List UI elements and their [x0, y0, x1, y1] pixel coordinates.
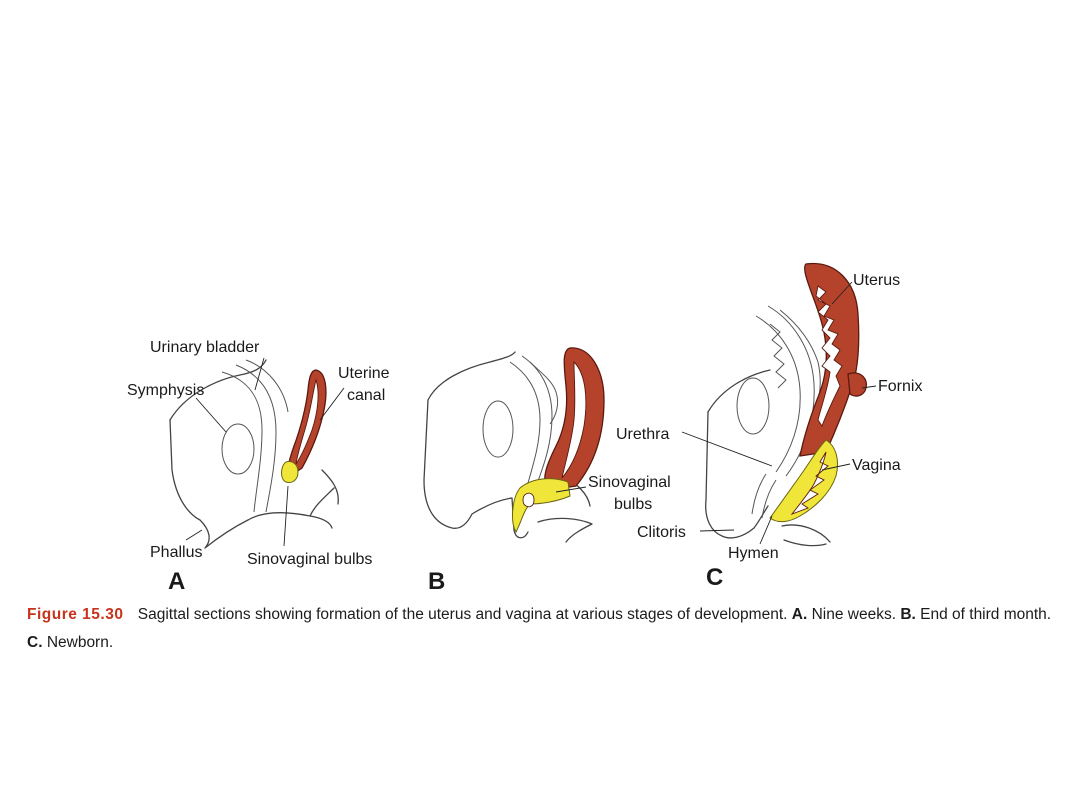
caption-b-text: End of third month. [920, 606, 1052, 623]
panel-c-fornix [847, 372, 867, 397]
label-urethra: Urethra [616, 426, 669, 443]
label-vagina: Vagina [852, 457, 901, 474]
label-phallus: Phallus [150, 544, 202, 561]
caption-c-letter: C. [27, 634, 43, 651]
caption-a-letter: A. [791, 606, 808, 623]
panel-a-uterine-lumen [295, 378, 319, 465]
label-uterine-canal-line1: Uterine [338, 365, 390, 382]
label-fornix: Fornix [878, 378, 922, 395]
panel-a-symphysis-shape [221, 423, 255, 475]
panel-a-sinovaginal-bulbs [281, 461, 299, 483]
panel-b: Sinovaginal bulbs B [423, 347, 671, 595]
label-sinovaginal-b-line2: bulbs [614, 496, 652, 513]
label-clitoris: Clitoris [637, 524, 686, 541]
label-uterine-canal-line2: canal [347, 387, 385, 404]
label-symphysis: Symphysis [127, 382, 204, 399]
panel-c-uterine-lumen [815, 285, 843, 427]
figure-caption: Figure 15.30 Sagittal sections showing f… [27, 601, 1057, 657]
caption-b-letter: B. [900, 606, 916, 623]
caption-a-text: Nine weeks. [811, 606, 897, 623]
panel-b-symphysis-shape [482, 400, 514, 458]
panel-c: Uterus Fornix Urethra Vagina Clitoris Hy… [616, 262, 922, 591]
panel-c-symphysis-shape [736, 377, 770, 435]
panel-b-leader [555, 486, 587, 493]
label-sinovaginal-b-line1: Sinovaginal [588, 474, 671, 491]
panel-b-body-outline [423, 351, 593, 543]
label-hymen: Hymen [728, 545, 779, 562]
panel-c-letter: C [706, 564, 723, 591]
panel-b-sinovaginal-bulbs [512, 478, 571, 534]
label-urinary-bladder: Urinary bladder [150, 339, 260, 356]
caption-text: Sagittal sections showing formation of t… [137, 606, 788, 623]
panel-a: Urinary bladder Symphysis Uterine canal … [127, 339, 390, 595]
caption-c-text: Newborn. [46, 634, 114, 651]
panel-b-letter: B [428, 568, 445, 595]
label-uterus: Uterus [853, 272, 900, 289]
panel-a-letter: A [168, 568, 185, 595]
panel-a-leaders [185, 357, 345, 547]
label-sinovaginal-bulbs-a: Sinovaginal bulbs [247, 551, 372, 568]
panel-a-body-outline [169, 359, 339, 549]
panel-c-vaginal-lumen [790, 451, 829, 515]
panel-b-uterine-lumen [561, 360, 587, 479]
figure-number: Figure 15.30 [27, 606, 124, 623]
panel-c-leaders [681, 281, 877, 545]
